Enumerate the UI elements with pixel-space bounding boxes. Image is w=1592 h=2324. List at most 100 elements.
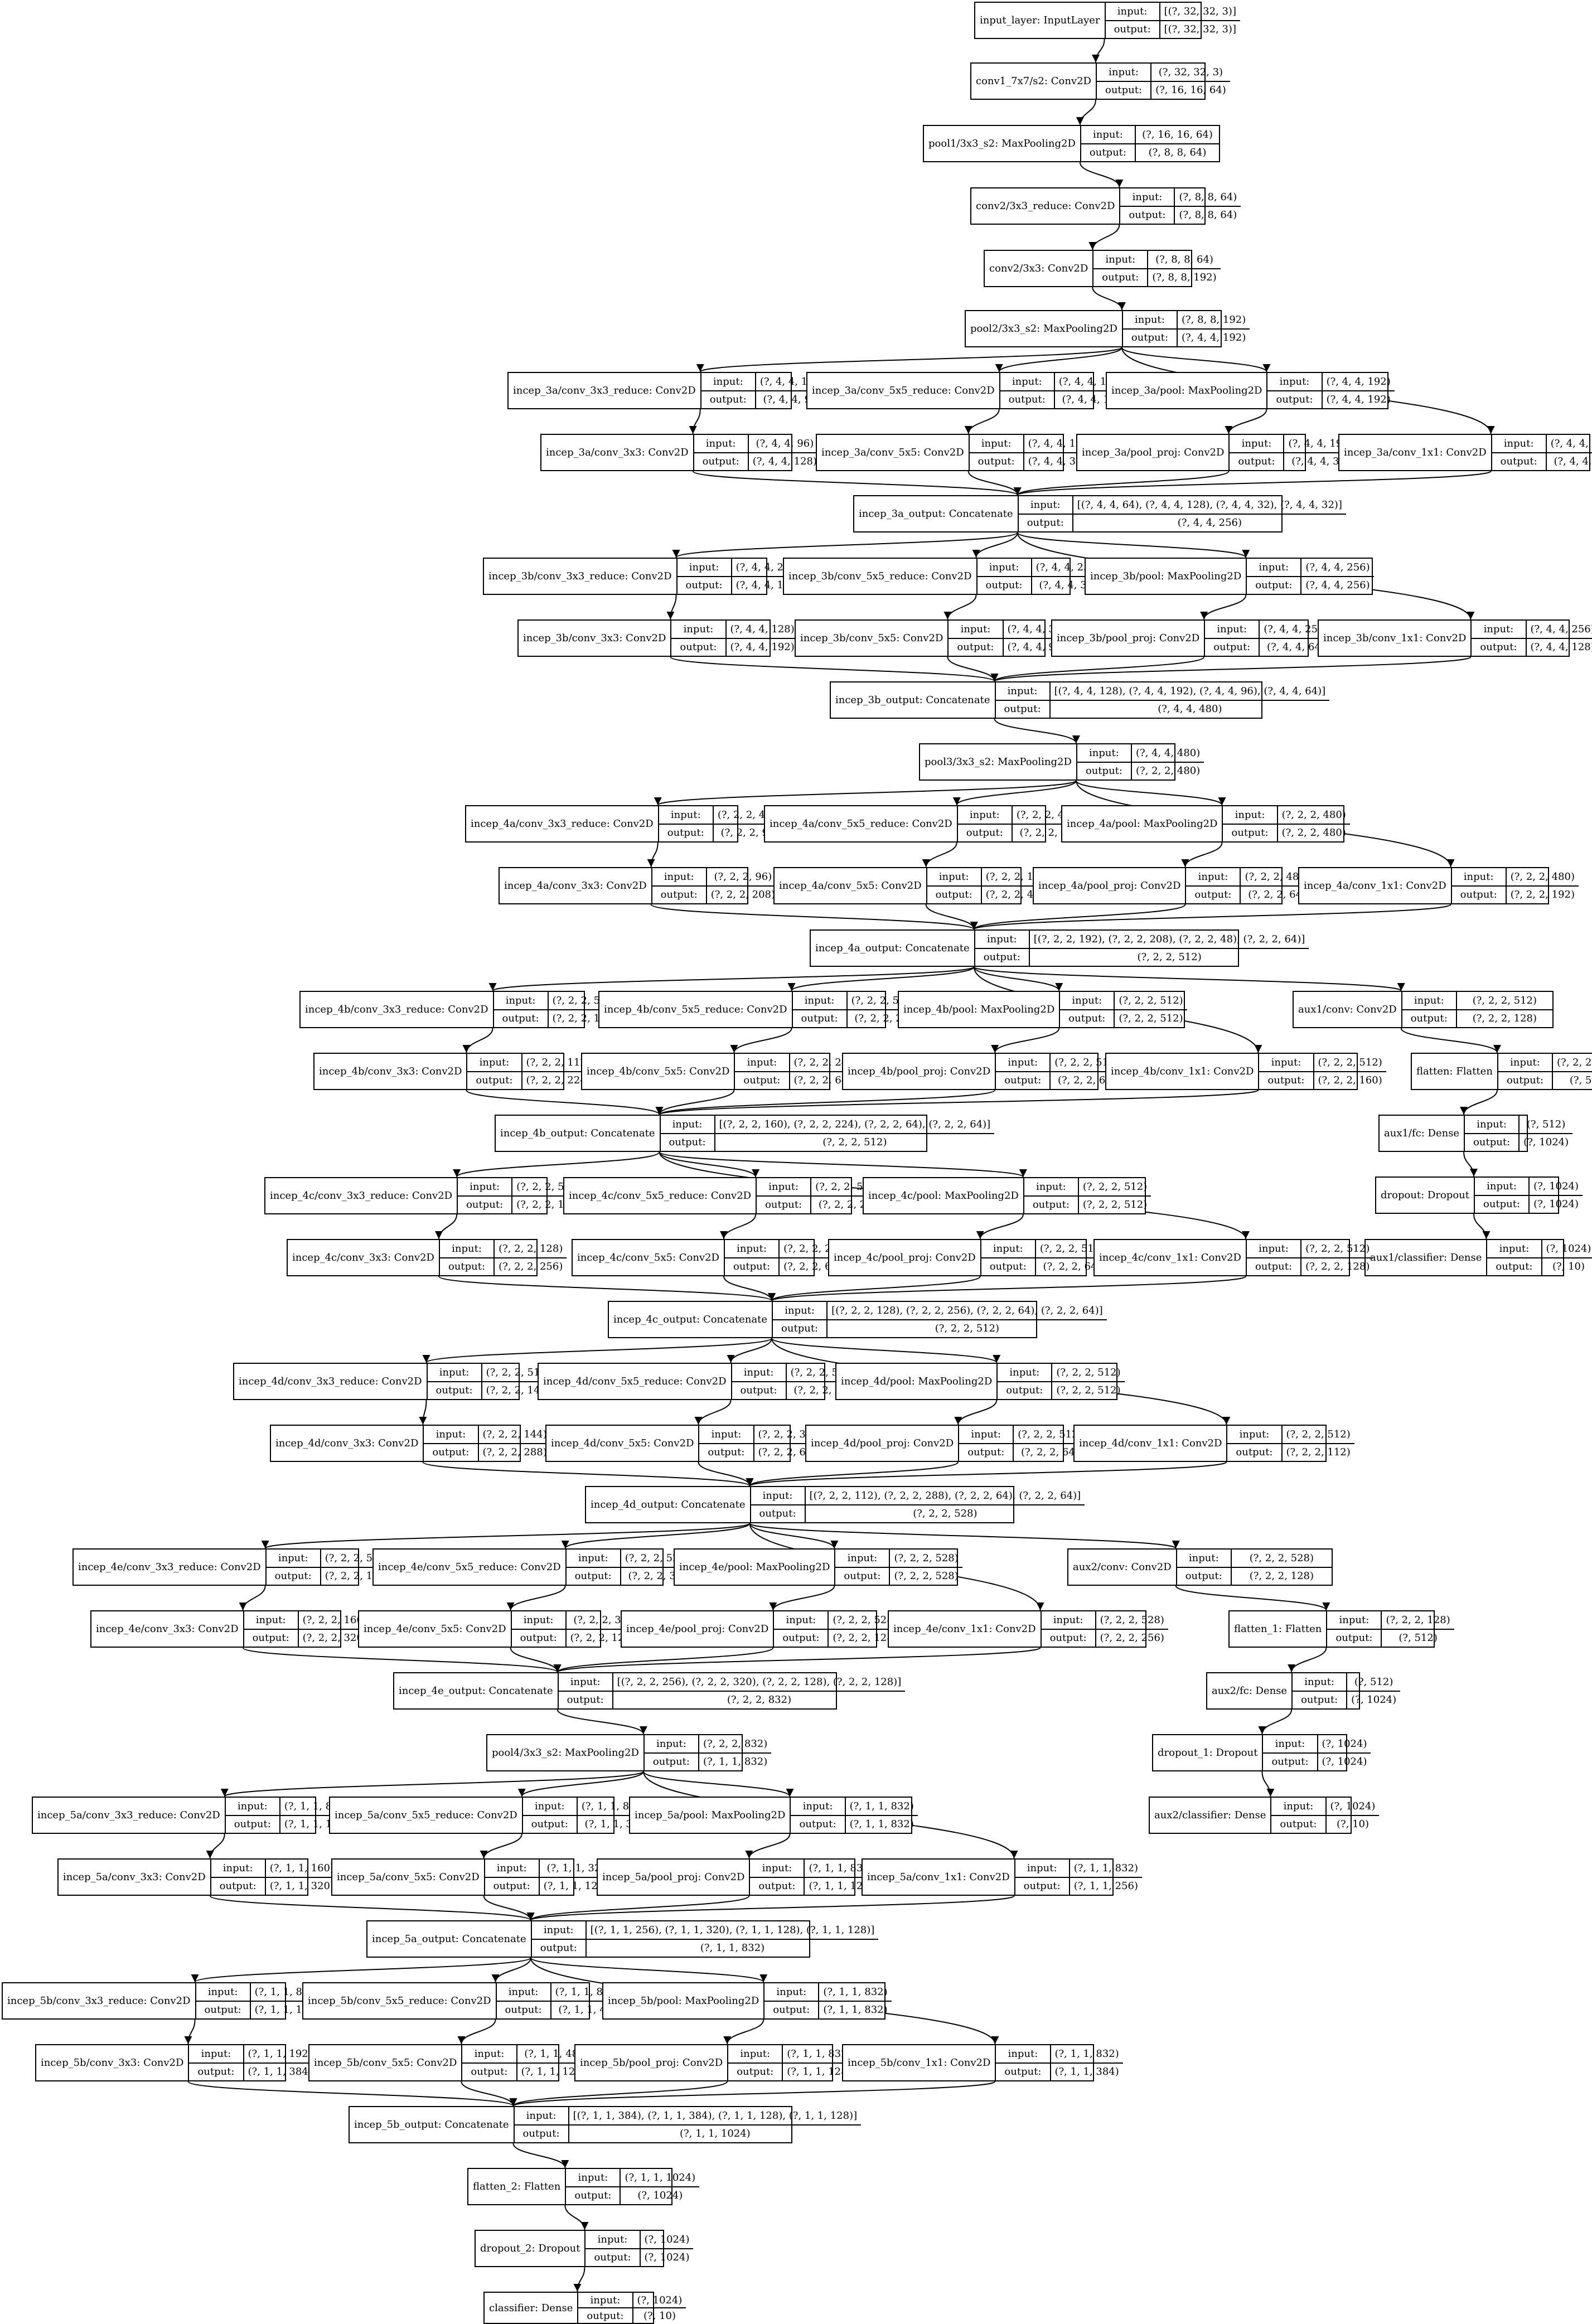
input-row-shape: (?, 2, 2, 512) bbox=[1039, 1242, 1105, 1255]
output-row-shape: (?, 2, 2, 64) bbox=[793, 1074, 852, 1087]
input-row-shape: (?, 4, 4, 192) bbox=[1550, 437, 1592, 449]
edge-arrow bbox=[1400, 1028, 1501, 1053]
layer-label: incep_4a/pool_proj: Conv2D bbox=[1034, 868, 1187, 903]
output-row-shape: (?, 1, 1, 832) bbox=[700, 1942, 765, 1954]
input-row: input:(?, 2, 2, 528) bbox=[1042, 1611, 1168, 1629]
layer-io-table: input:(?, 1024)output:(?, 1024) bbox=[1475, 1178, 1583, 1213]
layer-label: incep_3b/conv_3x3: Conv2D bbox=[519, 621, 672, 656]
input-row-shape: (?, 1, 1, 832) bbox=[1073, 1862, 1139, 1874]
output-row: output:(?, 1, 1, 832) bbox=[764, 2000, 892, 2018]
edge-arrow bbox=[1121, 347, 1271, 372]
edge-arrow bbox=[461, 2081, 517, 2107]
input-row-shape: (?, 4, 4, 96) bbox=[756, 437, 814, 449]
input-row-key: input: bbox=[458, 1178, 513, 1195]
layer-label: incep_3b/conv_5x5: Conv2D bbox=[796, 621, 949, 656]
edge-arrow bbox=[720, 1214, 757, 1240]
output-row-key: output: bbox=[757, 1196, 812, 1213]
edge-arrow bbox=[262, 1523, 751, 1549]
layer-io-table: input:(?, 1024)output:(?, 1024) bbox=[1263, 1735, 1371, 1770]
input-row-shape: (?, 4, 4, 128) bbox=[730, 623, 795, 635]
edge-arrow bbox=[221, 1771, 644, 1797]
output-row: output:(?, 1, 1, 1024) bbox=[514, 2124, 862, 2142]
output-row-shape: (?, 4, 4, 32) bbox=[1028, 456, 1086, 468]
input-row-shape: (?, 2, 2, 16) bbox=[985, 870, 1044, 883]
layer-io-table: input:(?, 4, 4, 256)output:(?, 4, 4, 256… bbox=[1247, 559, 1374, 594]
layer-io-table: input:(?, 2, 2, 512)output:(?, 2, 2, 112… bbox=[1227, 1426, 1354, 1461]
edge-arrow bbox=[242, 1647, 562, 1673]
input-row-key: input: bbox=[1498, 1054, 1554, 1071]
input-row-key: input: bbox=[1472, 621, 1527, 638]
layer-io-table: input:(?, 4, 4, 256)output:(?, 4, 4, 32) bbox=[977, 559, 1104, 594]
output-row-shape: (?, 1, 1, 1024) bbox=[679, 2128, 751, 2140]
layer-label: incep_5b/pool_proj: Conv2D bbox=[575, 2045, 729, 2080]
input-row: input:(?, 4, 4, 192) bbox=[1267, 373, 1394, 390]
output-row-key: output: bbox=[1327, 1629, 1382, 1647]
layer-label: incep_4c_output: Concatenate bbox=[609, 1302, 773, 1337]
edge-arrow bbox=[187, 2081, 517, 2107]
input-row-shape: (?, 1, 1, 832) bbox=[849, 1800, 914, 1812]
output-row-shape: (?, 1, 1, 832) bbox=[849, 1818, 914, 1831]
edge-arrow bbox=[925, 904, 978, 930]
output-row-key: output: bbox=[835, 1567, 891, 1585]
output-row: output:(?, 2, 2, 24) bbox=[757, 1195, 884, 1213]
layer-label: incep_4d/conv_3x3: Conv2D bbox=[271, 1426, 424, 1461]
input-row-key: input: bbox=[728, 2045, 783, 2062]
output-row-shape: (?, 10) bbox=[1552, 1261, 1585, 1273]
input-row: input:(?, 4, 4, 128) bbox=[671, 621, 798, 638]
input-row: input:(?, 8, 8, 192) bbox=[1123, 311, 1250, 328]
input-row-key: input: bbox=[1077, 744, 1132, 762]
layer-label: incep_5a/pool: MaxPooling2D bbox=[630, 1798, 791, 1833]
output-row: output:(?, 2, 2, 112) bbox=[1227, 1442, 1354, 1461]
edge-arrow bbox=[787, 966, 975, 991]
layer-io-table: input:(?, 1024)output:(?, 10) bbox=[1271, 1798, 1380, 1833]
edge-arrow bbox=[506, 1585, 566, 1611]
output-row-key: output: bbox=[774, 1629, 829, 1647]
input-row: input:(?, 4, 4, 16) bbox=[970, 435, 1090, 452]
input-row-key: input: bbox=[467, 1054, 522, 1071]
layer-label: incep_4c/conv_1x1: Conv2D bbox=[1095, 1240, 1247, 1275]
layer-label: incep_5b/conv_5x5_reduce: Conv2D bbox=[303, 1983, 497, 2018]
edge-arrow bbox=[768, 1276, 1246, 1301]
input-row-key: input: bbox=[559, 1673, 613, 1691]
output-row-shape: (?, 2, 2, 160) bbox=[1318, 1074, 1382, 1087]
output-row: output:(?, 2, 2, 64) bbox=[724, 1257, 845, 1275]
input-row: input:(?, 2, 2, 128) bbox=[440, 1240, 567, 1257]
layer-label: incep_3a/conv_5x5: Conv2D bbox=[817, 435, 970, 470]
edge-arrow bbox=[1017, 532, 1250, 558]
layer-io-table: input:(?, 1024)output:(?, 10) bbox=[578, 2293, 686, 2323]
input-row-key: input: bbox=[996, 682, 1051, 700]
input-row: input:(?, 4, 4, 256) bbox=[1205, 621, 1332, 638]
edge-arrow bbox=[422, 1338, 773, 1363]
input-row-key: input: bbox=[1106, 3, 1160, 20]
input-row-key: input: bbox=[1263, 1735, 1318, 1752]
input-row-shape: (?, 2, 2, 512) bbox=[1318, 1056, 1382, 1068]
input-row-shape: [(?, 4, 4, 64), (?, 4, 4, 128), (?, 4, 4… bbox=[1077, 498, 1342, 511]
output-row-key: output: bbox=[1093, 269, 1149, 286]
input-row-key: input: bbox=[671, 621, 727, 638]
output-row-key: output: bbox=[1271, 1815, 1327, 1833]
edge-arrow bbox=[922, 842, 957, 868]
output-row-key: output: bbox=[1081, 144, 1136, 161]
input-row: input:(?, 2, 2, 512) bbox=[1402, 992, 1552, 1009]
layer-label: incep_4c/conv_3x3: Conv2D bbox=[288, 1240, 440, 1275]
output-row-shape: (?, 1, 1, 32) bbox=[584, 1818, 643, 1831]
output-row-key: output: bbox=[244, 1629, 299, 1647]
input-row: input:(?, 2, 2, 96) bbox=[652, 868, 779, 885]
input-row: input:(?, 2, 2, 512) bbox=[428, 1364, 554, 1381]
input-row-shape: (?, 1024) bbox=[637, 2294, 683, 2306]
layer-label: incep_4d/pool: MaxPooling2D bbox=[836, 1364, 998, 1399]
layer-io-table: input:(?, 4, 4, 480)output:(?, 2, 2, 480… bbox=[1077, 744, 1204, 779]
layer-label: aux2/conv: Conv2D bbox=[1068, 1550, 1177, 1585]
input-row-shape: [(?, 2, 2, 128), (?, 2, 2, 256), (?, 2, … bbox=[831, 1304, 1103, 1316]
